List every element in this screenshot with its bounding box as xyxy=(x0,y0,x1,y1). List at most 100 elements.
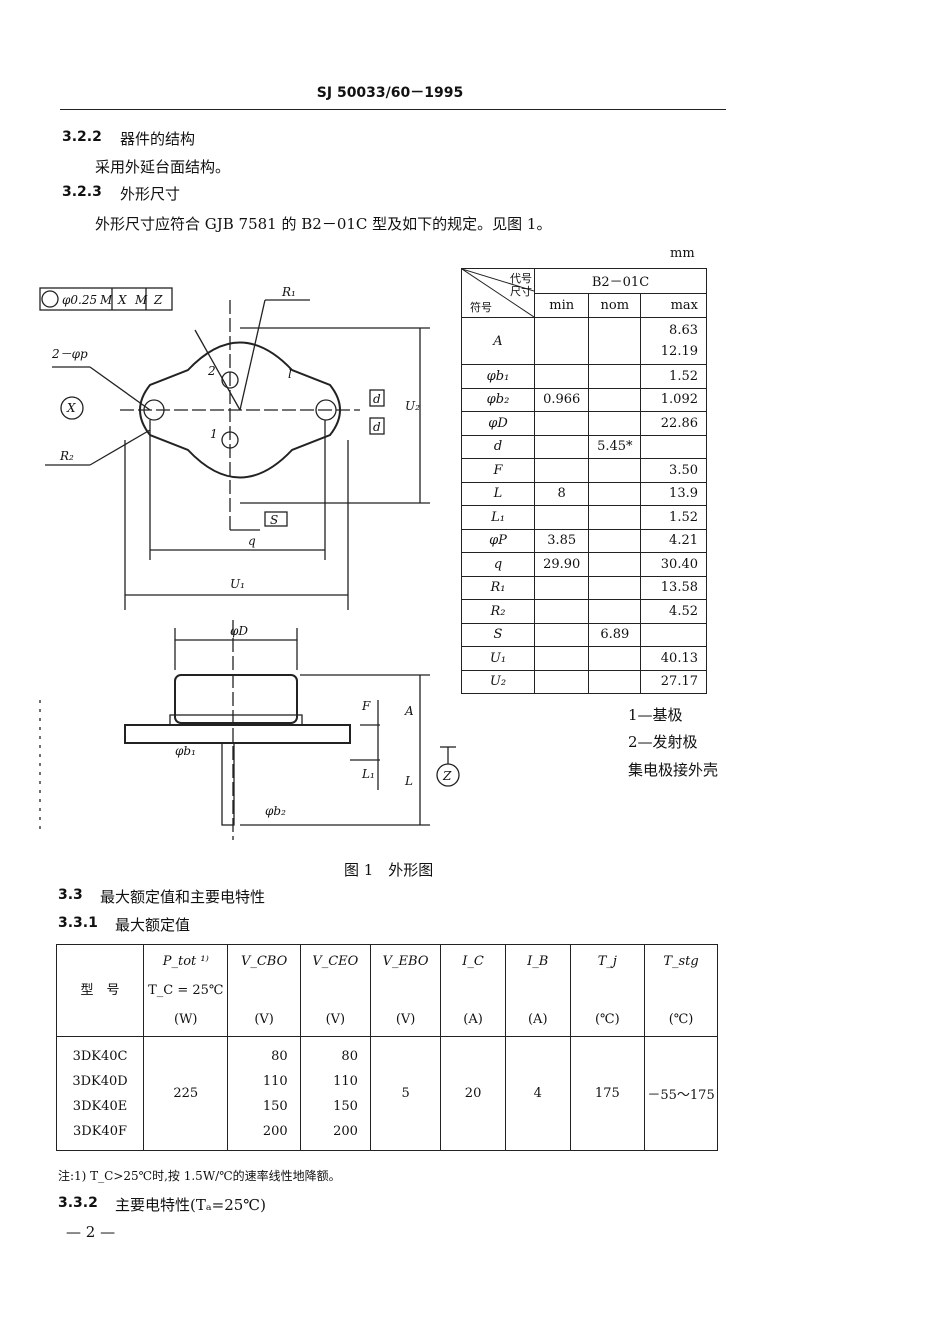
cell-max: 8.63 xyxy=(669,323,698,338)
value: 150 xyxy=(333,1098,358,1114)
tolerance-frame xyxy=(39,287,173,311)
header-line: T_j xyxy=(597,954,617,969)
section-title: 最大额定值和主要电特性 xyxy=(100,888,266,906)
header-line: V_CEO xyxy=(312,954,359,969)
header-cell: T_stg(℃) xyxy=(644,944,718,1037)
cell-nom xyxy=(588,528,642,553)
cell-min xyxy=(533,575,590,600)
cell-nom xyxy=(588,505,642,530)
corner-code: 代号 xyxy=(510,272,532,285)
header-line: V_CBO xyxy=(240,954,288,969)
header-cell: 型 号 xyxy=(55,944,145,1037)
label: A xyxy=(404,704,414,718)
cell-sym: U₁ xyxy=(461,646,535,671)
label: d xyxy=(373,392,381,406)
legend-item: 集电极接外壳 xyxy=(628,761,719,779)
cell-vebo: 5 xyxy=(369,1036,442,1151)
cell-nom xyxy=(588,411,642,436)
cell-min xyxy=(533,669,590,694)
value: 80 xyxy=(271,1048,288,1064)
cell-min xyxy=(533,364,590,389)
figure-caption: 图 1 外形图 xyxy=(344,861,434,879)
label: l xyxy=(288,367,292,381)
label: X xyxy=(117,293,127,307)
section-number: 3.2.2 xyxy=(62,129,102,145)
label: d xyxy=(373,420,381,434)
section-number: 3.3.1 xyxy=(58,915,98,931)
value: 200 xyxy=(262,1123,288,1139)
value: 200 xyxy=(333,1123,358,1139)
cell-max: 3.50 xyxy=(640,458,707,483)
cell-min: 8 xyxy=(533,481,590,506)
header-cell: V_EBO(V) xyxy=(369,944,442,1037)
cell-nom xyxy=(588,646,642,671)
header-line xyxy=(301,976,370,1005)
cell-sym: φP xyxy=(461,528,535,553)
cell-nom xyxy=(588,481,642,506)
cell-nom xyxy=(588,669,642,694)
header-cell: T_j(℃) xyxy=(569,944,646,1037)
section-title: 最大额定值 xyxy=(115,916,191,934)
cell-sym: U₂ xyxy=(461,669,535,694)
cell-max: 22.86 xyxy=(640,411,707,436)
cell-nom xyxy=(588,599,642,624)
col-max: max xyxy=(640,292,707,318)
value: 110 xyxy=(262,1073,288,1089)
cell-nom xyxy=(588,317,642,365)
label: 2－φp xyxy=(51,347,88,361)
value: 3DK40F xyxy=(73,1123,127,1139)
outline-drawing: φ0.25 M X M Z R₁ 2－φp X R₂ 2 1 l d d U₂ … xyxy=(39,285,460,840)
header-line: (V) xyxy=(395,1012,416,1027)
cell-max: 30.40 xyxy=(640,552,707,577)
label: φb₂ xyxy=(265,804,286,818)
label: 1 xyxy=(210,427,218,441)
label: L xyxy=(404,774,413,788)
cell-max: 4.21 xyxy=(640,528,707,553)
cell-min xyxy=(533,505,590,530)
cell-min xyxy=(533,458,590,483)
header-line: (W) xyxy=(174,1012,198,1027)
header-line xyxy=(441,976,505,1005)
cell-max xyxy=(640,434,707,459)
header-rule xyxy=(60,109,726,110)
cell-ptot: 225 xyxy=(143,1036,229,1151)
header-line: I_B xyxy=(527,954,549,969)
cell-max: 40.13 xyxy=(640,646,707,671)
section-number: 3.2.3 xyxy=(62,184,102,200)
label: φb₁ xyxy=(175,744,196,758)
section-title: 器件的结构 xyxy=(120,130,196,148)
cell-tstg: －55～175 xyxy=(644,1036,718,1151)
value: 3DK40C xyxy=(72,1048,128,1064)
cell-nom: 5.45* xyxy=(588,434,642,459)
cell-nom xyxy=(588,387,642,412)
label: M xyxy=(99,293,113,307)
label: U₂ xyxy=(405,399,420,413)
label: S xyxy=(270,513,278,527)
cell-nom xyxy=(588,364,642,389)
value: 80 xyxy=(341,1048,358,1064)
section-title: 外形尺寸 xyxy=(120,185,181,203)
value: 110 xyxy=(333,1073,358,1089)
cell-sym: A xyxy=(461,317,535,365)
label: Z xyxy=(153,293,163,307)
cell-max2: 12.19 xyxy=(660,344,698,359)
label: 2 xyxy=(207,364,216,378)
header-cell: I_C(A) xyxy=(440,944,506,1037)
cell-min xyxy=(533,434,590,459)
cell-sym: R₁ xyxy=(461,575,535,600)
cell-nom: 6.89 xyxy=(588,622,642,647)
header-line xyxy=(506,976,570,1005)
value: 150 xyxy=(262,1098,288,1114)
package-code: B2－01C xyxy=(534,268,707,294)
cell-max: 1.092 xyxy=(640,387,707,412)
cell-min: 0.966 xyxy=(533,387,590,412)
